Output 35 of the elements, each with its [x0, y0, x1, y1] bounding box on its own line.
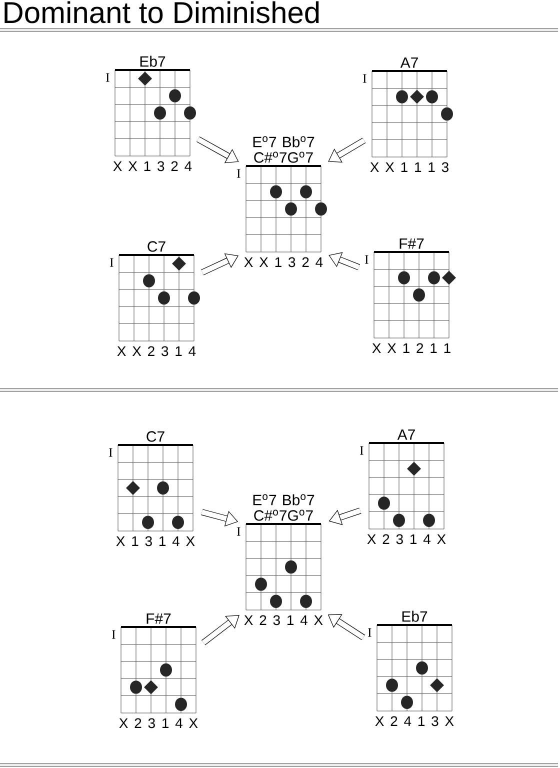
fingering-label: X 1 3 1 4 X — [116, 536, 195, 546]
chord-name: E$^{o}$7 Bb$^{o}$7 C#$^{o}$7G$^{o}$7 — [253, 136, 314, 163]
fret-marker: I — [360, 446, 364, 455]
fingering-label: X X 1 2 1 1 — [372, 343, 450, 353]
chord-name: Eb7 — [140, 56, 166, 67]
fingering-label: X X 1 3 2 4 — [113, 161, 192, 172]
fret-marker: I — [362, 74, 366, 83]
fingering-label: X X 2 3 1 4 — [117, 346, 196, 356]
fret-marker: I — [368, 628, 372, 637]
fret-marker: I — [364, 255, 368, 264]
chord-name: C7 — [146, 431, 164, 442]
chord-name: E$^{o}$7 Bb$^{o}$7 C#$^{o}$7G$^{o}$7 — [253, 494, 314, 521]
fingering-label: X 2 3 1 4 X — [367, 534, 446, 544]
fret-marker: I — [110, 258, 114, 267]
fingering-label: X X 1 1 1 3 — [370, 162, 448, 172]
fret-marker: I — [236, 169, 240, 178]
chord-name: Eb7 — [402, 610, 428, 622]
hollow-arrow — [328, 252, 360, 270]
fingering-label: X 2 3 1 4 X — [119, 718, 198, 728]
fret-marker: I — [112, 630, 116, 639]
hollow-arrow — [196, 136, 239, 164]
hollow-arrow — [201, 615, 240, 646]
title: Dominant to Diminished — [4, 1, 319, 24]
chord-name: F#7 — [146, 613, 171, 624]
chord-name: A7 — [400, 57, 418, 68]
hollow-arrow — [328, 138, 366, 163]
fingering-label: X X 1 3 2 4 — [244, 257, 323, 268]
chord-name: F#7 — [400, 238, 424, 249]
fret-marker: I — [108, 448, 112, 457]
fret-marker: I — [236, 527, 240, 536]
fret-marker: I — [106, 73, 110, 82]
fingering-label: X 2 3 1 4 X — [244, 615, 323, 626]
chord-name: C7 — [148, 241, 166, 252]
fingering-label: X 2 4 1 3 X — [375, 716, 454, 726]
chord-name: A7 — [397, 429, 415, 440]
